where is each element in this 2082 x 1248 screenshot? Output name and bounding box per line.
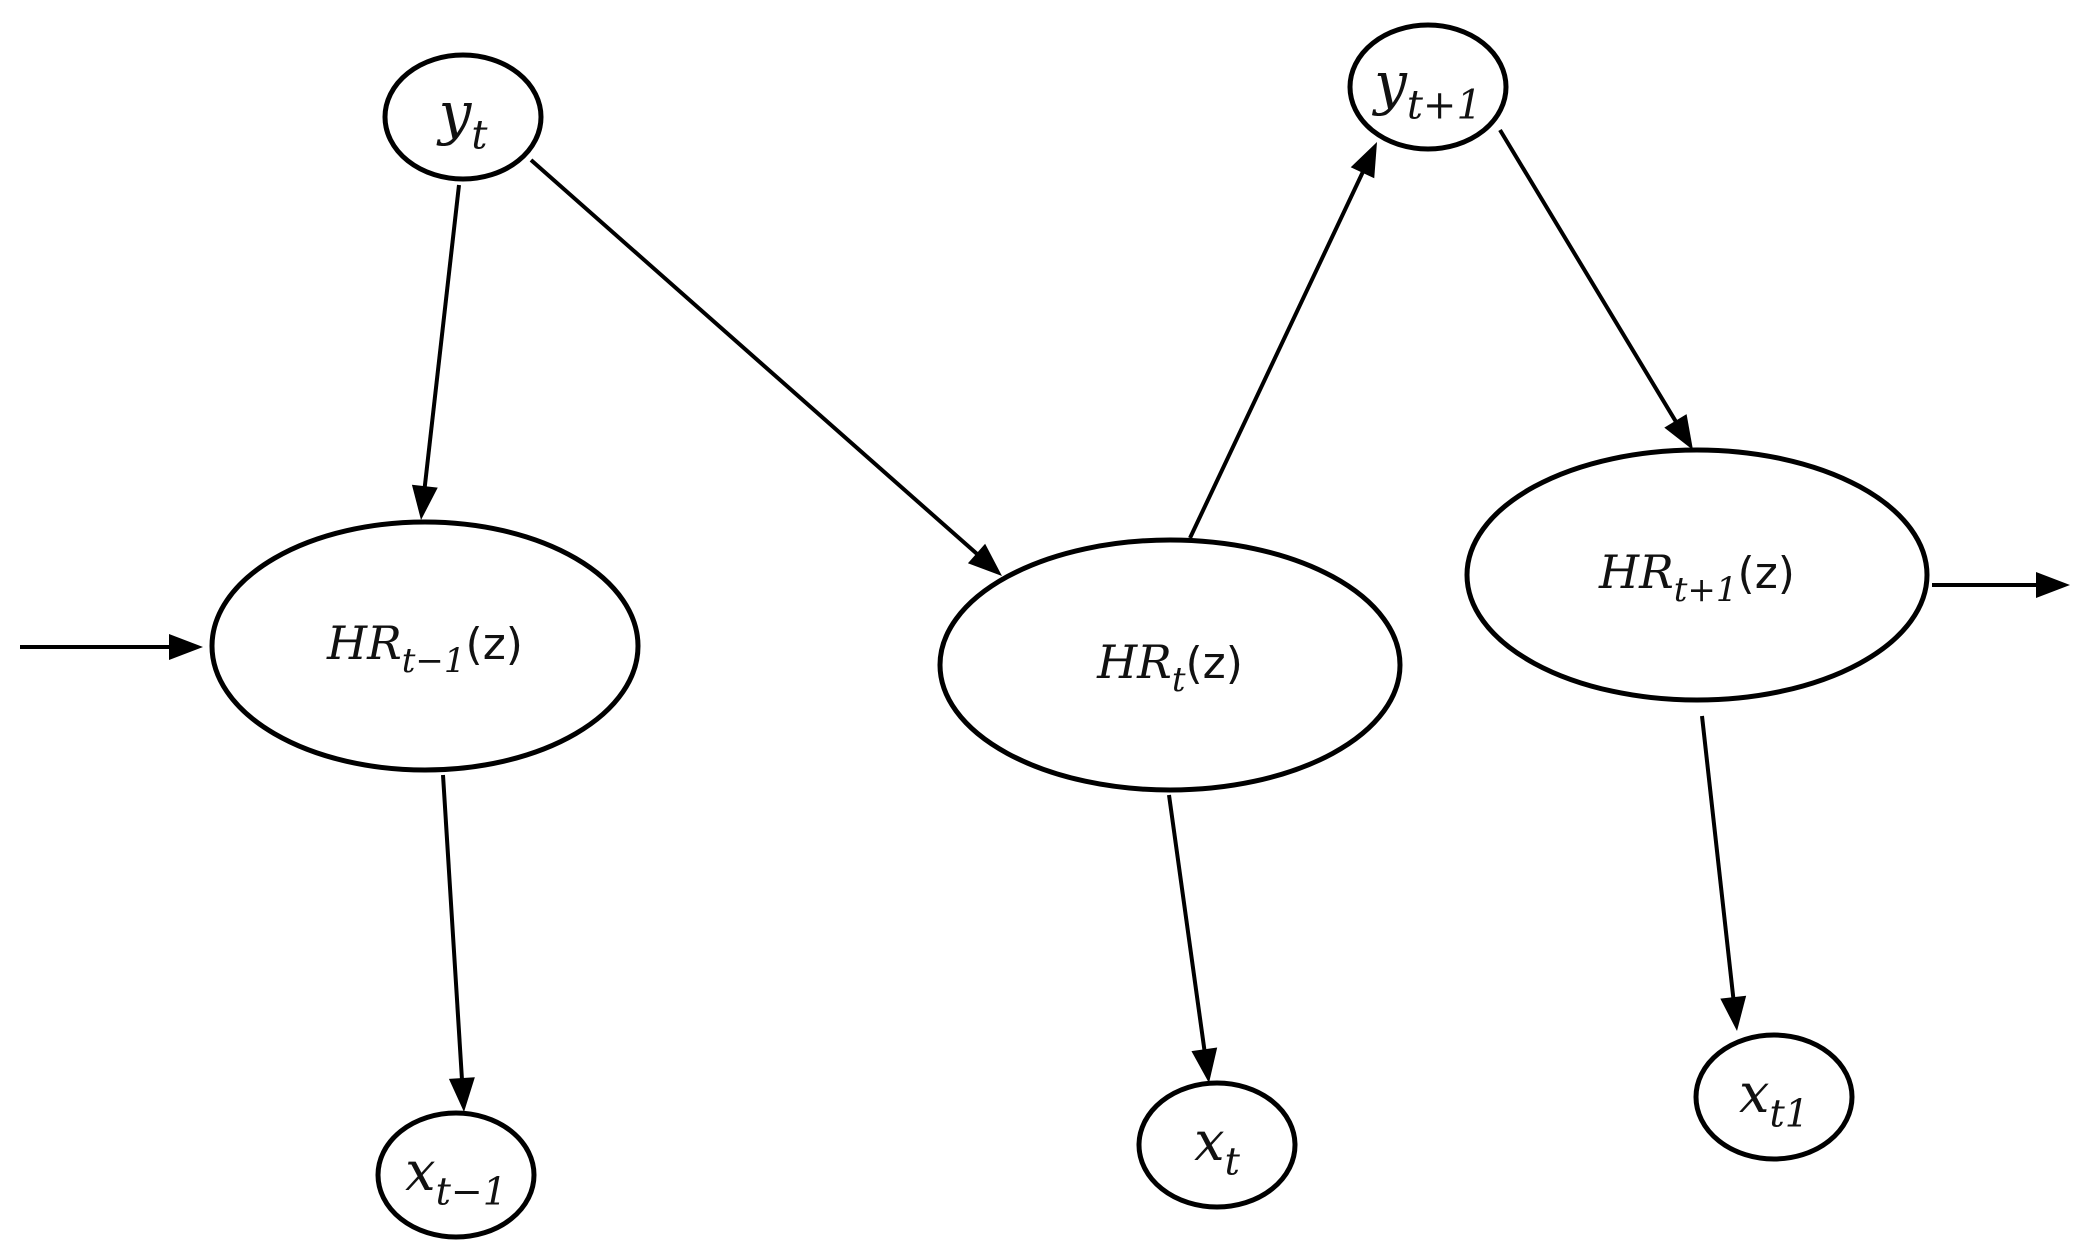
node-label-subscript: t (1225, 1140, 1241, 1184)
node-label: xt (1194, 1110, 1240, 1183)
node-hr_tp1: HRt+1(z) (1464, 447, 1930, 703)
node-label: HRt+1(z) (1598, 545, 1795, 610)
node-label: xt−1 (405, 1140, 507, 1213)
arrowhead (1720, 995, 1747, 1031)
node-label: yt+1 (1371, 49, 1482, 128)
node-label-base: HR (1598, 545, 1674, 599)
arrow-line (441, 774, 465, 1083)
node-ellipse (1693, 1032, 1855, 1162)
node-ellipse (1347, 22, 1509, 152)
node-ellipse (1464, 447, 1930, 703)
node-label-suffix: (z) (1738, 548, 1795, 599)
node-ellipse (937, 537, 1403, 793)
node-label-base: x (405, 1140, 435, 1203)
node-hr_t: HRt(z) (937, 537, 1403, 793)
node-label-subscript: t+1 (1407, 82, 1482, 128)
arrow-line (422, 184, 461, 491)
node-label-subscript: t−1 (436, 1170, 507, 1214)
node-label: xt1 (1739, 1062, 1809, 1135)
node-label: HRt−1(z) (326, 616, 523, 681)
node-label-base: x (1194, 1110, 1224, 1173)
arrowhead (967, 543, 1002, 576)
arrow-incoming-to-hr_tm1 (20, 634, 203, 660)
node-label-subscript: t+1 (1674, 570, 1738, 610)
arrow-hr_tm1-to-x_tm1 (441, 774, 475, 1112)
arrow-line (1498, 128, 1680, 426)
arrowhead (411, 484, 438, 520)
node-x_tm1: xt−1 (375, 1110, 537, 1240)
node-label: HRt(z) (1096, 635, 1243, 700)
arrowhead (2036, 572, 2070, 598)
arrow-line (529, 158, 981, 558)
node-label-base: HR (1096, 635, 1172, 689)
node-label-base: HR (326, 616, 402, 670)
arrowhead (1664, 414, 1693, 450)
arrow-line (1700, 715, 1736, 1002)
node-label-base: x (1739, 1062, 1769, 1125)
arrowhead (1350, 142, 1377, 179)
node-y_t1: yt+1 (1347, 22, 1509, 152)
node-ellipse (375, 1110, 537, 1240)
arrow-y_t-to-hr_tm1 (411, 184, 461, 520)
arrow-line (1167, 794, 1207, 1054)
node-label-suffix: (z) (1185, 638, 1242, 689)
node-label-base: y (1371, 49, 1408, 117)
arrow-outgoing-from-hr_tp1 (1932, 572, 2070, 598)
arrowhead (448, 1077, 475, 1112)
node-y_t: yt (382, 52, 544, 182)
arrow-line (1188, 168, 1366, 539)
arrowhead (1191, 1047, 1218, 1083)
edges-layer (20, 128, 2070, 1112)
node-label-subscript: t1 (1770, 1092, 1809, 1136)
node-label: yt (436, 79, 489, 158)
arrow-hr_t-to-x_t (1167, 794, 1218, 1083)
arrow-y_t-to-hr_t (529, 158, 1002, 576)
arrowhead (169, 634, 203, 660)
node-label-subscript: t−1 (402, 641, 466, 681)
node-hr_tm1: HRt−1(z) (209, 519, 641, 773)
node-x_t1: xt1 (1693, 1032, 1855, 1162)
arrow-hr_t-to-y_t1 (1188, 142, 1377, 539)
node-ellipse (382, 52, 544, 182)
arrow-hr_tp1-to-x_t1 (1700, 715, 1747, 1031)
node-label-suffix: (z) (466, 619, 523, 670)
node-label-subscript: t (1172, 660, 1186, 700)
arrow-y_t1-to-hr_tp1 (1498, 128, 1693, 450)
node-ellipse (1136, 1080, 1298, 1210)
node-x_t: xt (1136, 1080, 1298, 1210)
node-label-base: y (436, 79, 473, 147)
node-ellipse (209, 519, 641, 773)
node-label-subscript: t (471, 112, 488, 158)
